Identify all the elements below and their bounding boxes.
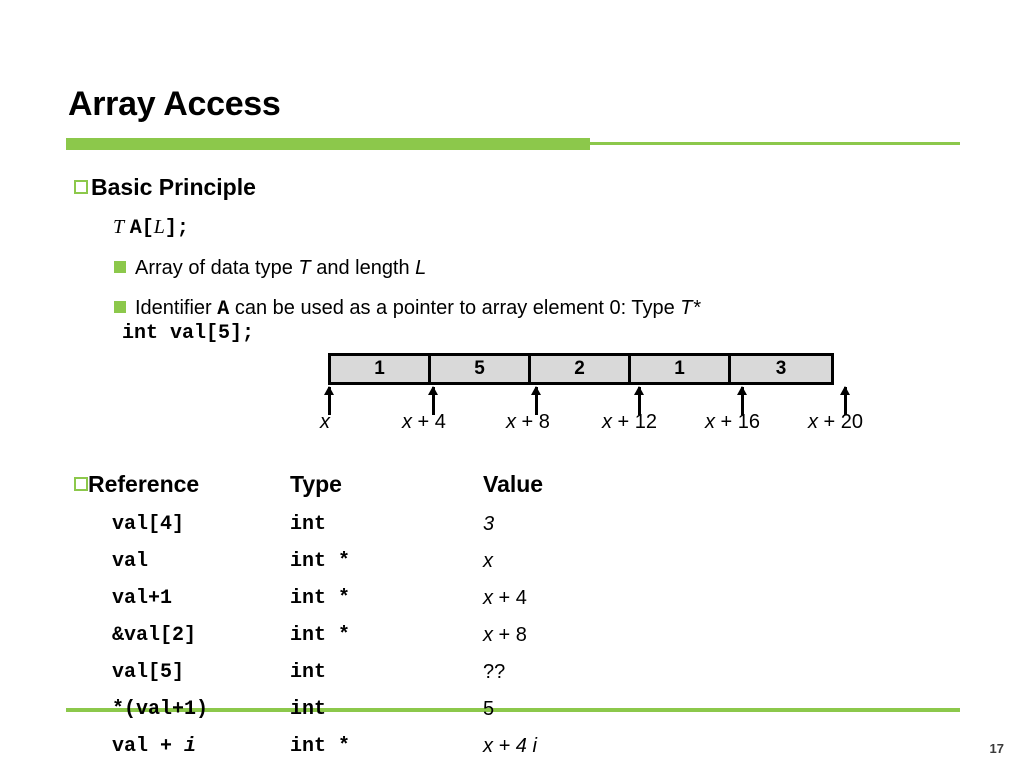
table-header-value: Value (483, 471, 544, 497)
address-arrow-icon (634, 386, 644, 415)
table-row: val[5] int ?? (0, 661, 1024, 698)
row-value: x + 4 (483, 587, 527, 609)
row-value: x (483, 550, 493, 572)
table-header-reference: Reference (74, 471, 199, 498)
address-label: x + 4 (402, 411, 446, 433)
row-value: ?? (483, 661, 506, 683)
hollow-square-bullet-icon (74, 477, 88, 491)
address-label: x (320, 411, 330, 433)
table-header-type: Type (290, 471, 342, 497)
declaration-open-bracket: [ (141, 217, 154, 240)
table-row: val + i int * x + 4 i (0, 735, 1024, 772)
header-divider-thick (66, 138, 590, 150)
sub-bullet-2-prefix: Identifier (135, 297, 218, 319)
array-cell: 5 (431, 356, 531, 382)
footer-divider (66, 708, 960, 712)
address-arrow-icon (840, 386, 850, 415)
sub-bullet-identifier-pointer: Identifier A can be used as a pointer to… (114, 297, 700, 321)
sub-bullet-1-mid: and length (310, 257, 416, 279)
address-arrow-icon (531, 386, 541, 415)
table-row: val+1 int * x + 4 (0, 587, 1024, 624)
sub-bullet-1-prefix: Array of data type (135, 257, 299, 279)
declaration-line: T A[L]; (113, 216, 189, 240)
sub-bullet-2-var2: T* (680, 297, 701, 319)
row-value: x + 4 i (483, 735, 537, 757)
row-value: 3 (483, 513, 495, 535)
declaration-length: L (153, 216, 165, 238)
table-header-reference-label: Reference (88, 471, 200, 497)
sub-bullet-array-of-type: Array of data type T and length L (114, 257, 426, 280)
row-reference: &val[2] (112, 624, 197, 647)
hollow-square-bullet-icon (74, 180, 88, 194)
array-cell: 2 (531, 356, 631, 382)
array-cell: 1 (631, 356, 731, 382)
example-code-line: int val[5]; (122, 322, 255, 345)
row-type: int * (290, 550, 351, 573)
row-type: int (290, 698, 327, 721)
address-label: x + 20 (808, 411, 864, 433)
row-reference: val[4] (112, 513, 185, 536)
row-type: int (290, 661, 327, 684)
row-reference: val (112, 550, 149, 573)
address-label: x + 12 (602, 411, 658, 433)
row-value: 5 (483, 698, 495, 720)
row-reference: val+1 (112, 587, 173, 610)
row-value: x + 8 (483, 624, 527, 646)
row-reference: val[5] (112, 661, 185, 684)
page-title: Array Access (68, 85, 281, 123)
address-label: x + 8 (506, 411, 550, 433)
address-arrow-icon (737, 386, 747, 415)
address-labels: x x + 4 x + 8 x + 12 x + 16 x + 20 (308, 411, 868, 437)
sub-bullet-2-mid: can be used as a pointer to array elemen… (229, 297, 681, 319)
table-row: val[4] int 3 (0, 513, 1024, 550)
array-cell: 1 (331, 356, 431, 382)
array-memory-diagram: 1 5 2 1 3 x x + 4 x + 8 x + 12 x + 16 x … (320, 353, 863, 433)
sub-bullet-1-var2: L (415, 257, 427, 279)
address-arrow-icon (324, 386, 334, 415)
table-row: val int * x (0, 550, 1024, 587)
address-arrows (324, 385, 851, 415)
bullet-basic-principle-label: Basic Principle (91, 174, 256, 200)
row-type: int * (290, 587, 351, 610)
sub-bullet-1-var1: T (298, 257, 311, 279)
solid-square-bullet-icon (114, 261, 126, 273)
array-cells-container: 1 5 2 1 3 (328, 353, 834, 385)
bullet-basic-principle: Basic Principle (74, 174, 256, 201)
declaration-name: A (129, 217, 142, 240)
page-number: 17 (989, 741, 1004, 756)
declaration-type: T (113, 216, 125, 238)
declaration-semicolon: ; (176, 217, 189, 240)
sub-bullet-2-identifier: A (217, 298, 230, 321)
address-arrow-icon (428, 386, 438, 415)
array-cell: 3 (731, 356, 831, 382)
row-reference: *(val+1) (112, 698, 209, 721)
row-type: int * (290, 735, 351, 758)
address-label: x + 16 (705, 411, 761, 433)
table-row: &val[2] int * x + 8 (0, 624, 1024, 661)
row-type: int * (290, 624, 351, 647)
declaration-close-bracket: ] (164, 217, 177, 240)
table-row: *(val+1) int 5 (0, 698, 1024, 735)
row-reference: val + i (112, 735, 197, 758)
solid-square-bullet-icon (114, 301, 126, 313)
row-type: int (290, 513, 327, 536)
